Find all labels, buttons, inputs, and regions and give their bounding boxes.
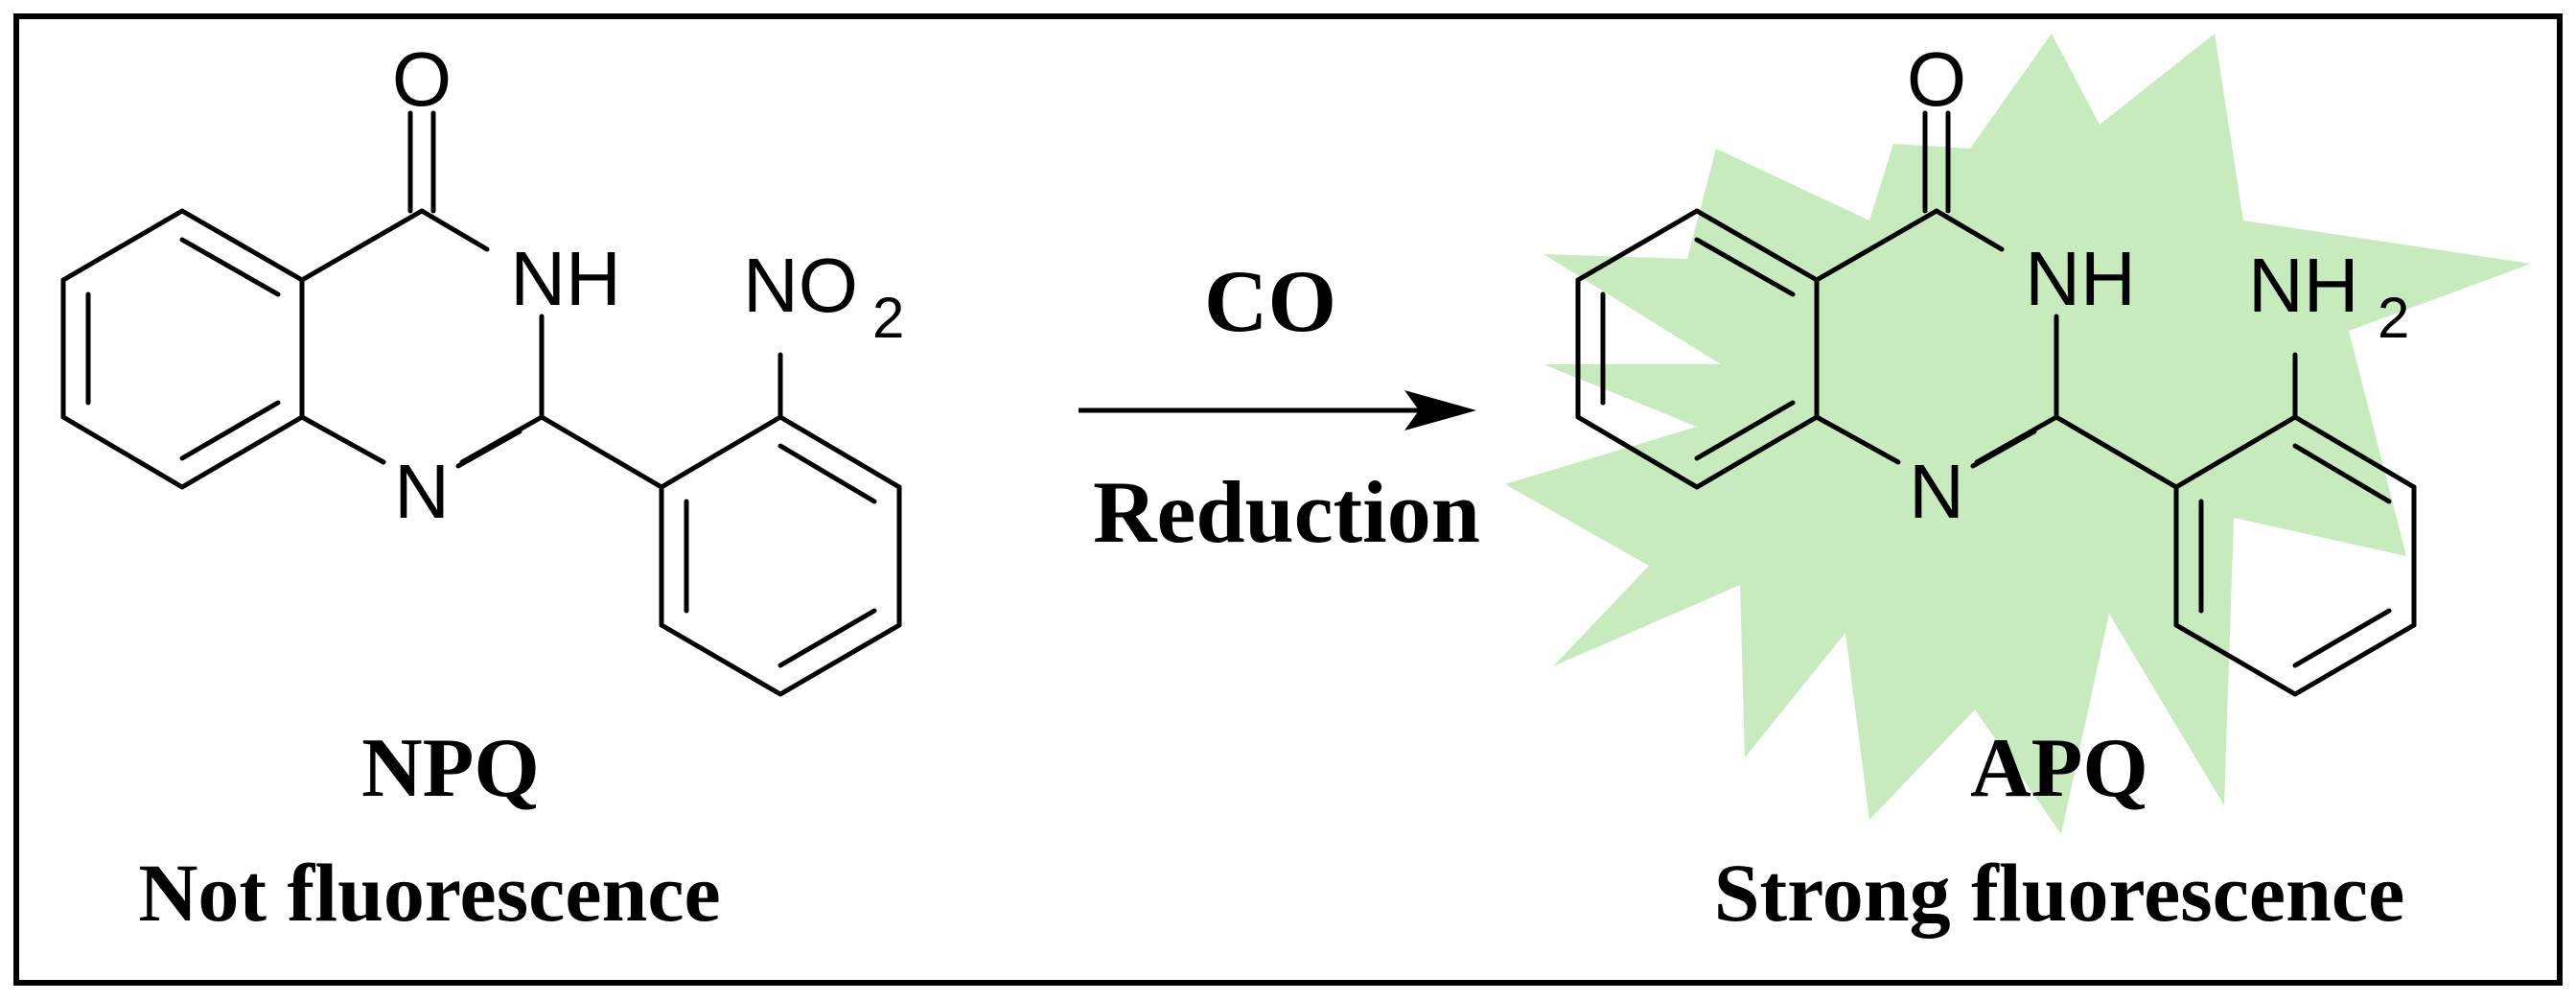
apq-amide-nh: NH — [2025, 236, 2136, 321]
apq-name: APQ — [1970, 722, 2148, 815]
npq-amide-nh: NH — [510, 236, 621, 321]
npq-structure — [60, 110, 902, 697]
reaction-arrow — [1079, 390, 1476, 431]
npq-name: NPQ — [361, 722, 540, 815]
apq-structure — [1575, 110, 2417, 697]
reagent-label: CO — [1204, 252, 1336, 350]
apq-amine-group: NH — [2248, 243, 2359, 328]
npq-nitro-group: NO — [743, 243, 858, 328]
npq-carbonyl-oxygen: O — [392, 36, 452, 122]
apq-carbonyl-oxygen: O — [1907, 36, 1966, 122]
process-label: Reduction — [1093, 463, 1480, 561]
fluorescence-burst — [1505, 34, 2531, 834]
apq-amine-subscript: 2 — [2378, 286, 2409, 350]
npq-nitro-subscript: 2 — [872, 286, 904, 350]
apq-description: Strong fluorescence — [1714, 847, 2405, 939]
apq-imine-n: N — [1909, 449, 1964, 534]
npq-imine-n: N — [394, 449, 450, 534]
npq-description: Not fluorescence — [138, 847, 720, 939]
